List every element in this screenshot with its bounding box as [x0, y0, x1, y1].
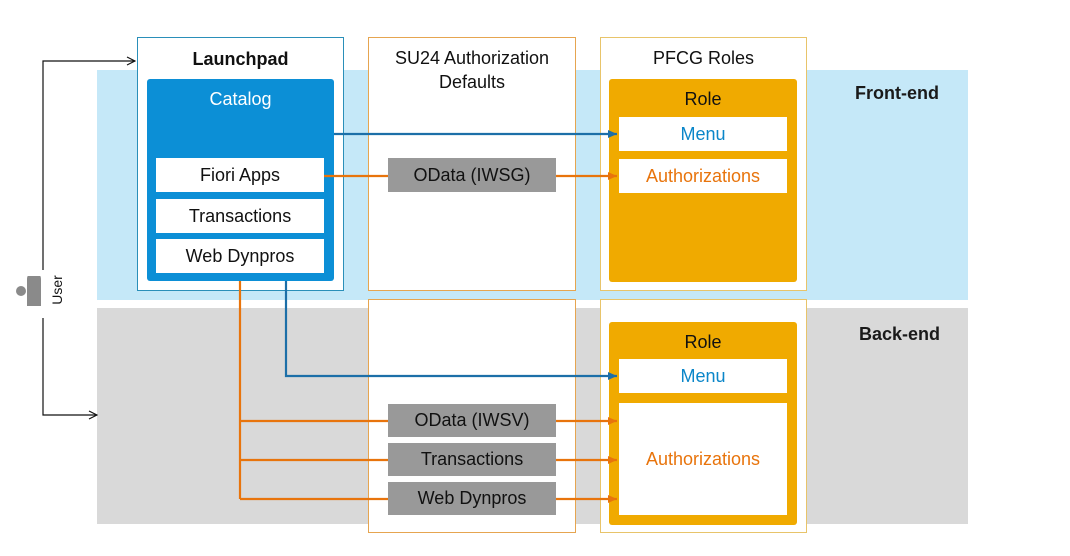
- catalog-item-web-dynpros: Web Dynpros: [156, 239, 324, 273]
- catalog-to-back-menu-arrow: [284, 281, 617, 380]
- role-back-menu: Menu: [619, 359, 787, 393]
- role-back-title: Role: [684, 332, 722, 352]
- front-end-label: Front-end: [855, 83, 939, 103]
- catalog-item-transactions: Transactions: [156, 199, 324, 233]
- user-to-launchpad-line: [42, 61, 135, 270]
- su24-odata-iwsv: OData (IWSV): [388, 404, 556, 437]
- su24-title-line1: SU24 Authorization: [394, 48, 550, 68]
- back-end-label: Back-end: [859, 324, 941, 344]
- catalog-title: Catalog: [209, 89, 272, 109]
- su24-odata-iwsg: OData (IWSG): [388, 158, 556, 192]
- su24-title-line2: Defaults: [438, 72, 506, 92]
- user-to-backend-line: [42, 318, 97, 415]
- role-front-title: Role: [684, 89, 722, 109]
- role-back-authorizations: Authorizations: [619, 403, 787, 515]
- role-front-menu: Menu: [619, 117, 787, 151]
- user-icon: [16, 276, 41, 306]
- su24-web-dynpros: Web Dynpros: [388, 482, 556, 515]
- role-front-authorizations: Authorizations: [619, 159, 787, 193]
- launchpad-title: Launchpad: [192, 49, 289, 69]
- su24-transactions: Transactions: [388, 443, 556, 476]
- catalog-item-fiori-apps: Fiori Apps: [156, 158, 324, 192]
- pfcg-title: PFCG Roles: [652, 48, 755, 68]
